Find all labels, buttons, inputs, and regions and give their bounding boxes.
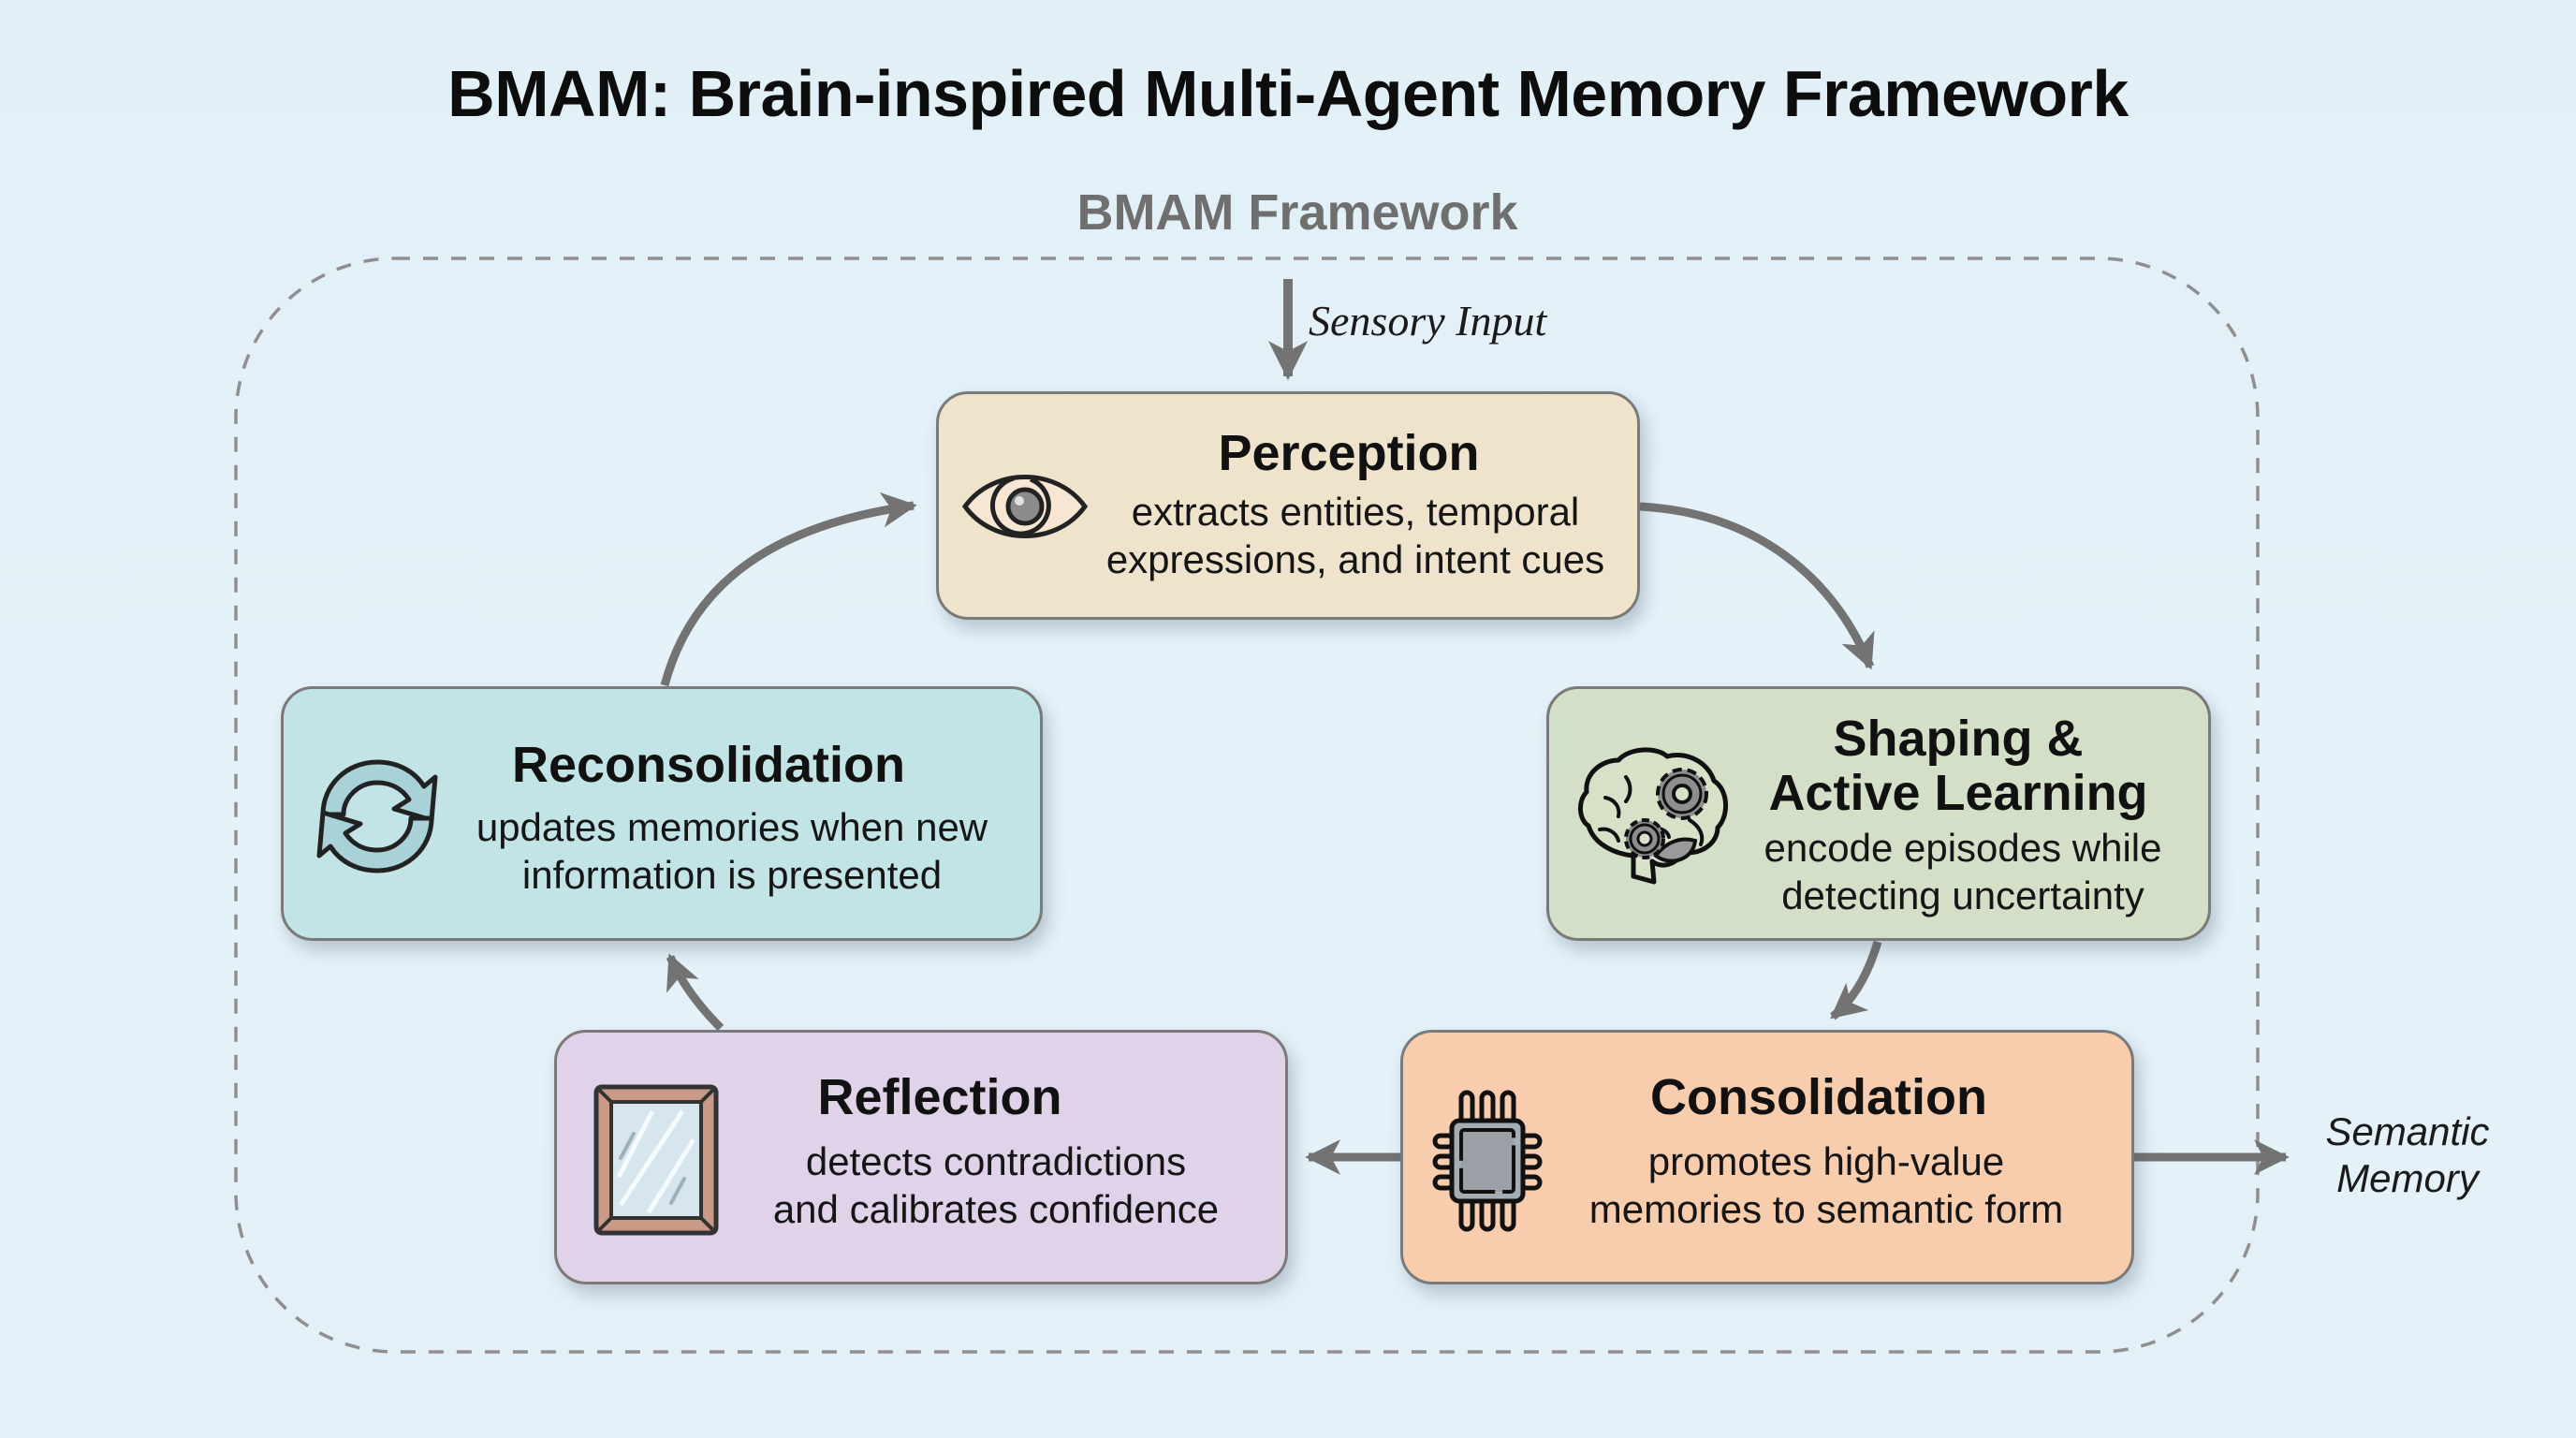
page-title: BMAM: Brain-inspired Multi-Agent Memory …: [447, 57, 2129, 130]
arrow-reconsolidation-to-perception: [660, 492, 917, 687]
stage-consolidation[interactable]: Consolidation promotes high-value memori…: [1400, 1030, 2134, 1284]
shaping-title: Shaping & Active Learning: [1727, 712, 2189, 821]
shaping-title-line2: Active Learning: [1768, 765, 2148, 822]
reconsolidation-desc-line1: updates memories when new: [476, 805, 988, 849]
perception-title: Perception: [1218, 425, 1480, 481]
shaping-desc-line1: encode episodes while: [1764, 826, 2162, 870]
reflection-description: detects contradictions and calibrates co…: [744, 1137, 1248, 1233]
shaping-desc-line2: detecting uncertainty: [1781, 873, 2144, 918]
semantic-memory-label: Semantic Memory: [2295, 1108, 2520, 1203]
consolidation-title: Consolidation: [1650, 1069, 1987, 1125]
reconsolidation-description: updates memories when new information is…: [443, 803, 1021, 899]
consolidation-desc-line2: memories to semantic form: [1588, 1187, 2064, 1232]
refresh-cycle-icon: [312, 751, 443, 882]
stage-reconsolidation[interactable]: Reconsolidation updates memories when ne…: [281, 686, 1043, 941]
consolidation-desc-line1: promotes high-value: [1647, 1139, 2005, 1183]
reconsolidation-title: Reconsolidation: [511, 737, 906, 793]
semantic-memory-label-line1: Semantic: [2325, 1109, 2490, 1153]
perception-desc-line1: extracts entities, temporal: [1131, 490, 1580, 534]
reflection-title: Reflection: [817, 1069, 1062, 1125]
brain-gears-icon: [1577, 736, 1736, 895]
stage-shaping-active-learning[interactable]: Shaping & Active Learning encode episode…: [1546, 686, 2211, 941]
perception-description: extracts entities, temporal expressions,…: [1079, 488, 1632, 583]
consolidation-description: promotes high-value memories to semantic…: [1534, 1137, 2118, 1233]
mirror-icon: [593, 1083, 720, 1239]
reflection-desc-line1: detects contradictions: [805, 1139, 1187, 1183]
framework-label: BMAM Framework: [1076, 184, 1518, 241]
reconsolidation-desc-line2: information is presented: [521, 853, 943, 898]
framework-dashed-boundary: [234, 257, 2260, 1354]
stage-perception[interactable]: Perception extracts entities, temporal e…: [936, 391, 1640, 620]
semantic-memory-label-line2: Memory: [2336, 1156, 2479, 1201]
reflection-desc-line2: and calibrates confidence: [772, 1187, 1220, 1232]
shaping-description: encode episodes while detecting uncertai…: [1727, 824, 2199, 919]
shaping-title-line1: Shaping &: [1833, 711, 2084, 767]
arrow-perception-to-shaping: [1639, 502, 1875, 670]
arrow-reflection-to-reconsolidation: [666, 953, 724, 1032]
eye-icon: [959, 460, 1090, 553]
perception-desc-line2: expressions, and intent cues: [1105, 537, 1605, 582]
stage-reflection[interactable]: Reflection detects contradictions and ca…: [554, 1030, 1288, 1284]
arrow-shaping-to-consolidation: [1830, 940, 1882, 1020]
chip-icon: [1431, 1081, 1544, 1240]
sensory-input-label: Sensory Input: [1309, 297, 1547, 345]
